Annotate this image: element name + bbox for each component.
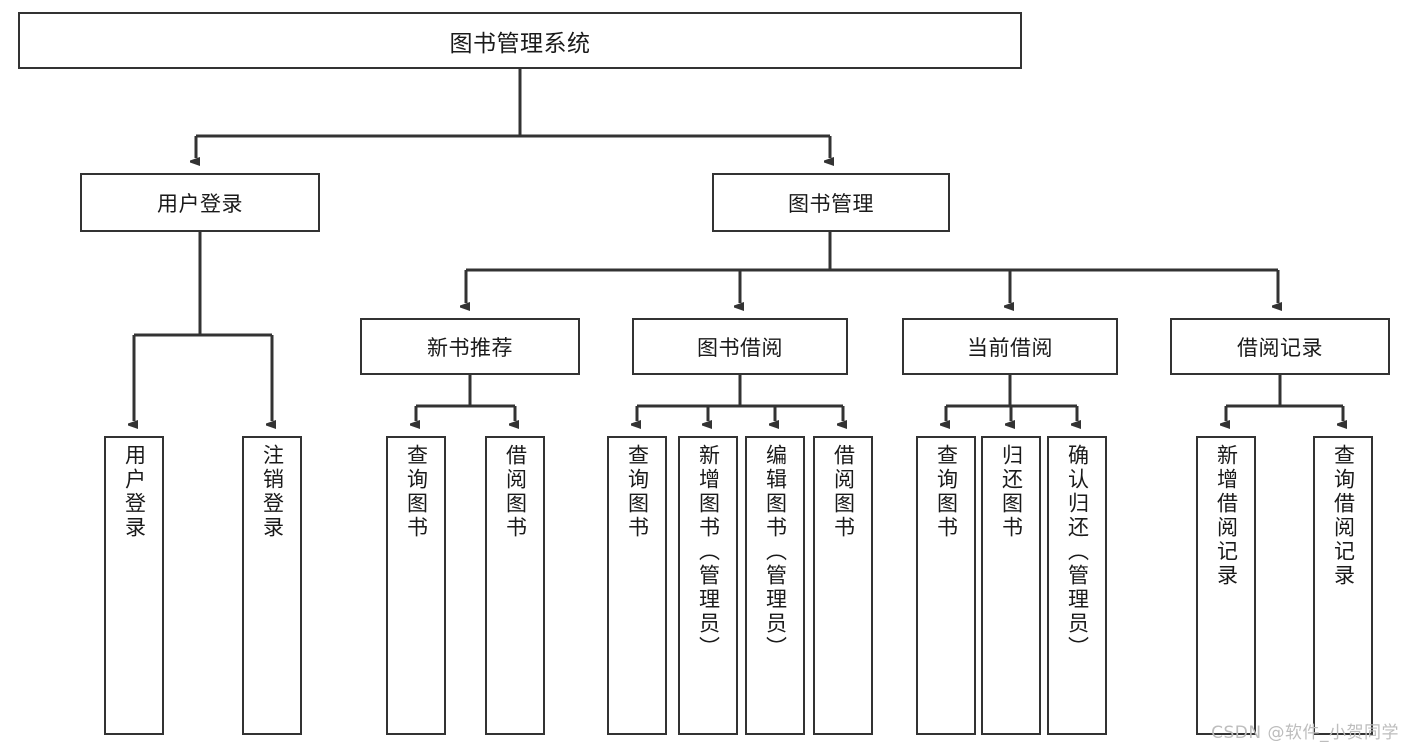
node-level3-2[interactable]: 当前借阅 [902, 318, 1118, 375]
node-leaf-6[interactable]: 编辑图书（管理员） [745, 436, 805, 735]
node-label: 当前借阅 [967, 335, 1053, 360]
node-label: 注销登录 [260, 444, 285, 540]
node-label: 用户登录 [122, 444, 147, 540]
node-label: 编辑图书（管理员） [763, 444, 788, 660]
node-label: 查询图书 [934, 444, 959, 540]
csdn-watermark: CSDN @软件_小贺同学 [1211, 723, 1399, 743]
node-label: 新增图书（管理员） [696, 444, 721, 660]
node-level3-0[interactable]: 新书推荐 [360, 318, 580, 375]
node-label: 确认归还（管理员） [1065, 444, 1090, 660]
node-label: 新增借阅记录 [1214, 444, 1239, 588]
node-leaf-11[interactable]: 新增借阅记录 [1196, 436, 1256, 735]
node-leaf-9[interactable]: 归还图书 [981, 436, 1041, 735]
node-leaf-0[interactable]: 用户登录 [104, 436, 164, 735]
node-label: 查询图书 [404, 444, 429, 540]
node-leaf-8[interactable]: 查询图书 [916, 436, 976, 735]
node-label: 用户登录 [157, 191, 243, 216]
node-leaf-2[interactable]: 查询图书 [386, 436, 446, 735]
node-leaf-4[interactable]: 查询图书 [607, 436, 667, 735]
node-label: 图书管理系统 [449, 30, 591, 57]
node-leaf-12[interactable]: 查询借阅记录 [1313, 436, 1373, 735]
node-leaf-3[interactable]: 借阅图书 [485, 436, 545, 735]
node-label: 借阅图书 [503, 444, 528, 540]
node-leaf-10[interactable]: 确认归还（管理员） [1047, 436, 1107, 735]
node-leaf-7[interactable]: 借阅图书 [813, 436, 873, 735]
node-label: 借阅图书 [831, 444, 856, 540]
node-level3-1[interactable]: 图书借阅 [632, 318, 848, 375]
node-label: 查询图书 [625, 444, 650, 540]
node-label: 查询借阅记录 [1331, 444, 1356, 588]
node-label: 图书管理 [788, 191, 874, 216]
node-leaf-1[interactable]: 注销登录 [242, 436, 302, 735]
node-level3-3[interactable]: 借阅记录 [1170, 318, 1390, 375]
node-label: 图书借阅 [697, 335, 783, 360]
node-leaf-5[interactable]: 新增图书（管理员） [678, 436, 738, 735]
node-root[interactable]: 图书管理系统 [18, 12, 1022, 69]
node-label: 归还图书 [999, 444, 1024, 540]
node-label: 新书推荐 [427, 335, 513, 360]
node-level2-0[interactable]: 用户登录 [80, 173, 320, 232]
node-level2-1[interactable]: 图书管理 [712, 173, 950, 232]
node-label: 借阅记录 [1237, 335, 1323, 360]
